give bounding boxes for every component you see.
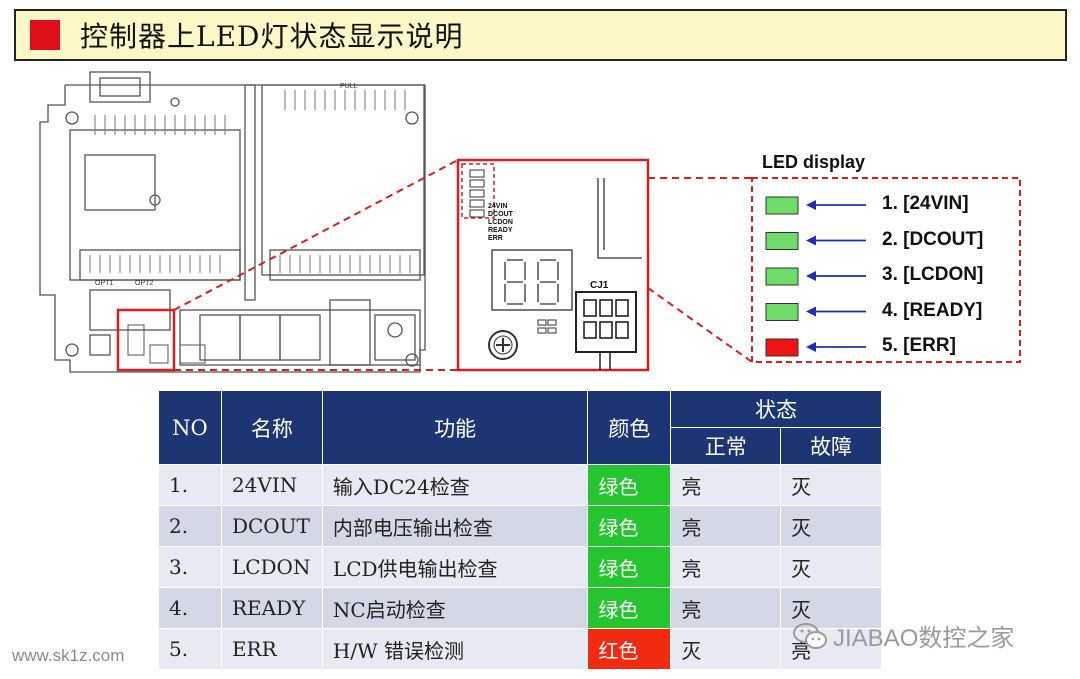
board-diagram: PULL OPT1 OPT2 24VIN DCOUT LCDON READY E… [39, 71, 1021, 373]
led-swatch-5 [765, 338, 799, 357]
seven-segment-display [504, 259, 559, 305]
zoom-box: 24VIN DCOUT LCDON READY ERR CJ1 [456, 158, 650, 372]
cell-function: H/W 错误检测 [321, 628, 589, 670]
cell-fault: 灭 [780, 546, 882, 588]
watermark-account-text: JIABAO数控之家 [833, 625, 1015, 652]
led-item-label-5: 5. [ERR] [882, 335, 956, 356]
title-red-square-icon [30, 20, 60, 50]
cell-color: 红色 [587, 628, 672, 670]
cell-normal: 亮 [670, 587, 782, 629]
arrow-left-icon [806, 200, 816, 210]
led-swatch-3 [765, 267, 799, 286]
header-fault: 故障 [780, 427, 882, 465]
cell-normal: 亮 [670, 464, 782, 506]
cell-function: LCD供电输出检查 [321, 546, 589, 588]
led-display-title: LED display [762, 152, 866, 172]
cell-color: 绿色 [587, 464, 672, 506]
cell-function: 内部电压输出检查 [321, 505, 589, 547]
zoom-led-label-5: ERR [488, 235, 503, 242]
cell-normal: 亮 [670, 505, 782, 547]
cell-no: 3. [158, 546, 222, 588]
board-vent-slots [89, 90, 411, 273]
header-function: 功能 [321, 390, 589, 465]
table-row: 3. LCDON LCD供电输出检查 绿色 亮 灭 [158, 546, 882, 588]
arrow-left-icon [806, 306, 816, 317]
watermark-account: JIABAO数控之家 [793, 618, 1014, 653]
wechat-icon [793, 622, 827, 649]
cell-color: 绿色 [587, 587, 672, 629]
cell-normal: 亮 [670, 546, 782, 588]
cell-no: 1. [158, 464, 222, 506]
arrow-left-icon [806, 271, 816, 281]
cell-no: 2. [158, 505, 222, 547]
cell-no: 4. [158, 587, 222, 629]
page-title: 控制器上LED灯状态显示说明 [80, 20, 464, 53]
zoom-led-label-1: 24VIN [488, 203, 507, 210]
controller-board [39, 71, 426, 373]
table-row: 1. 24VIN 输入DC24检查 绿色 亮 灭 [158, 464, 882, 506]
pull-label: PULL [340, 83, 358, 90]
led-swatch-1 [765, 196, 799, 215]
cell-color: 绿色 [587, 505, 672, 547]
opt1-label: OPT1 [95, 280, 113, 287]
cell-color: 绿色 [587, 546, 672, 588]
opt2-label: OPT2 [135, 280, 153, 287]
table-row: 4. READY NC启动检查 绿色 亮 灭 [158, 587, 882, 629]
cell-function: NC启动检查 [321, 587, 589, 629]
cell-name: ERR [220, 628, 323, 670]
cell-normal: 灭 [670, 628, 782, 670]
board-led-highlight [116, 308, 176, 372]
led-swatches [765, 196, 866, 357]
header-color: 颜色 [587, 390, 672, 465]
cell-no: 5. [158, 628, 222, 670]
led-swatch-2 [765, 232, 799, 250]
arrow-left-icon [806, 235, 816, 246]
cell-fault: 灭 [780, 464, 882, 506]
cell-name: READY [220, 587, 323, 629]
zoom-led-label-3: LCDON [488, 219, 513, 226]
header-name: 名称 [220, 390, 323, 465]
led-item-label-2: 2. [DCOUT] [882, 228, 984, 250]
led-item-label-3: 3. [LCDON] [882, 264, 984, 285]
cj1-label: CJ1 [590, 280, 609, 291]
header-status: 状态 [670, 390, 882, 428]
table-row: 5. ERR H/W 错误检测 红色 灭 亮 [158, 628, 882, 670]
led-item-label-4: 4. [READY] [882, 299, 983, 321]
cell-fault: 亮 [780, 628, 882, 670]
zoom-led-label-2: DCOUT [488, 211, 514, 218]
title-bar: 控制器上LED灯状态显示说明 [14, 9, 1067, 61]
led-swatch-4 [765, 303, 799, 321]
cell-name: DCOUT [220, 505, 323, 547]
led-item-label-1: 1. [24VIN] [882, 193, 969, 214]
zoom-led-label-4: READY [488, 227, 513, 234]
header-no: NO [158, 390, 222, 465]
cell-name: 24VIN [220, 464, 323, 506]
header-normal: 正常 [670, 427, 782, 465]
watermark-site: www.sk1z.com [12, 646, 125, 665]
led-display-box [751, 177, 1021, 363]
arrow-left-icon [806, 342, 816, 352]
table-row: 2. DCOUT 内部电压输出检查 绿色 亮 灭 [158, 505, 882, 547]
cell-name: LCDON [220, 546, 323, 588]
cell-fault: 灭 [780, 505, 882, 547]
cell-function: 输入DC24检查 [321, 464, 589, 506]
cell-fault: 灭 [780, 587, 882, 629]
led-status-table: NO 名称 功能 颜色 状态 正常 故障 1. 24VIN 输入DC24检查 绿… [158, 390, 882, 670]
